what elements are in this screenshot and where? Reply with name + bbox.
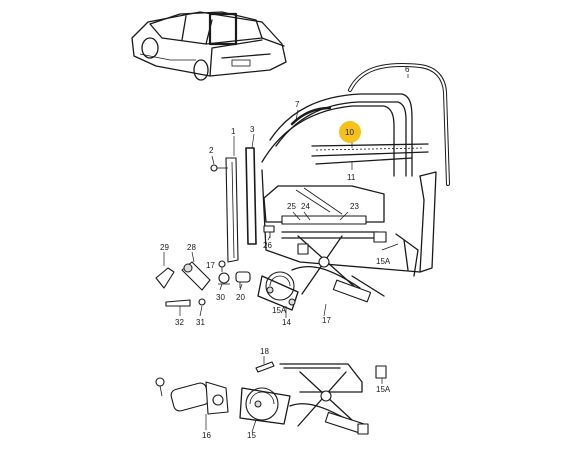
highlight-marker-10 [339,121,361,143]
callout-11: 11 [347,173,356,182]
callout-6: 6 [405,65,410,74]
callout-18: 18 [260,347,269,356]
callout-10: 10 [345,128,354,137]
callout-2: 2 [209,146,214,155]
callout-23: 23 [350,202,359,211]
callout-25: 25 [287,202,296,211]
leader-lines [163,74,409,433]
callout-17-left: 17 [206,261,215,270]
callout-20: 20 [236,293,245,302]
callout-15a-mid: 15A [272,306,287,315]
callout-17-right: 17 [322,316,331,325]
callout-26: 26 [263,241,272,250]
callout-3: 3 [250,125,255,134]
callout-1: 1 [231,127,236,136]
callout-29: 29 [160,243,169,252]
car-thumbnail [131,11,287,81]
callout-14: 14 [282,318,291,327]
callout-7: 7 [295,100,300,109]
callout-15: 15 [247,431,256,440]
callout-labels: 1 3 2 6 7 10 11 25 24 23 26 15A 15A 14 1… [160,65,410,440]
callout-16: 16 [202,431,211,440]
left-trim-parts [155,147,275,307]
callout-31: 31 [196,318,205,327]
callout-32: 32 [175,318,184,327]
callout-28: 28 [187,243,196,252]
door-frame-assembly [257,63,450,311]
callout-15a-top: 15A [376,257,391,266]
callout-24: 24 [301,202,310,211]
callout-30: 30 [216,293,225,302]
callout-15a-low: 15A [376,385,391,394]
lower-regulator-assembly [155,361,387,435]
